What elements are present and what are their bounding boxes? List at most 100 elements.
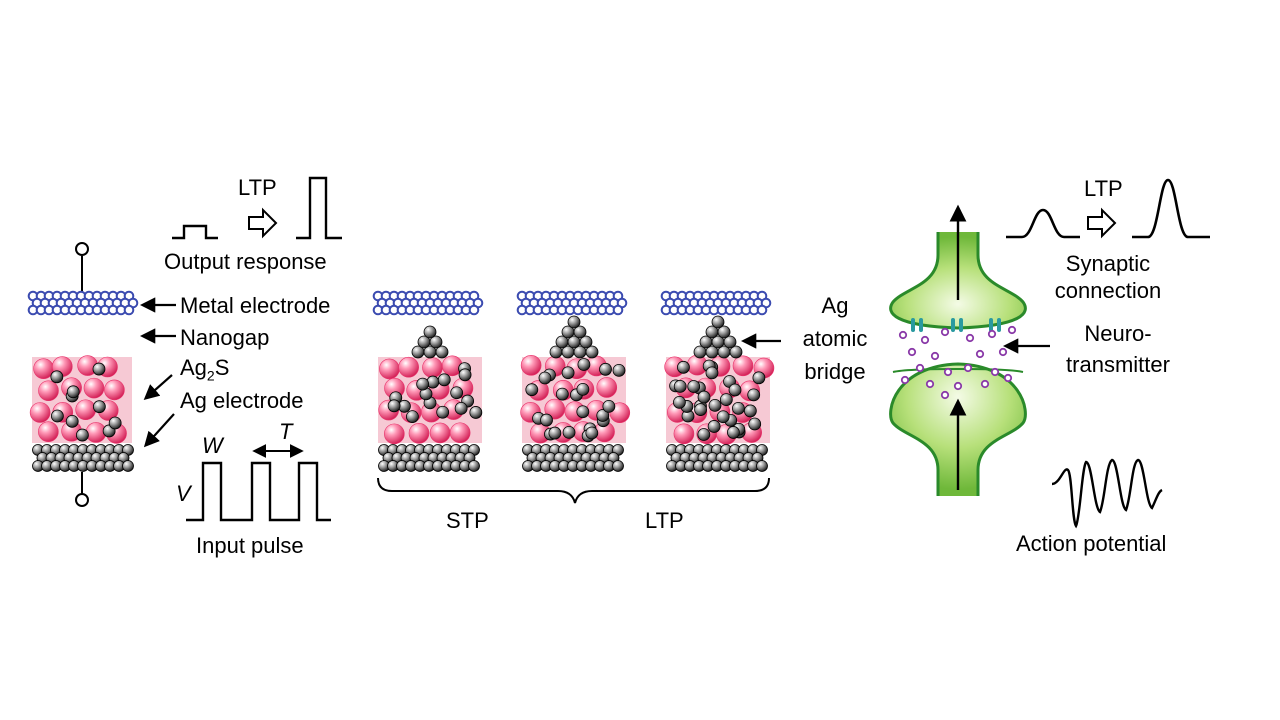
small-epsp bbox=[1006, 208, 1080, 239]
neurotransmitter-label-line1: Neuro- bbox=[1084, 321, 1152, 346]
electrode-atom bbox=[612, 304, 624, 316]
receptors bbox=[911, 318, 1001, 332]
neurotransmitter-label-line2: transmitter bbox=[1066, 352, 1170, 377]
device-stp bbox=[372, 290, 484, 472]
neurotransmitter-vesicle bbox=[898, 330, 908, 340]
output-response-waveform bbox=[172, 176, 342, 240]
pulse-train bbox=[186, 461, 331, 522]
ag2s-label-suffix: S bbox=[214, 355, 230, 380]
neurotransmitter-vesicle bbox=[930, 351, 940, 361]
ag-interstitial-atom bbox=[50, 409, 64, 423]
ag-interstitial-atom bbox=[555, 387, 569, 401]
ag-interstitial-atom bbox=[716, 410, 730, 424]
ag-electrode-label: Ag electrode bbox=[180, 388, 304, 413]
ag-interstitial-atom bbox=[108, 416, 122, 430]
neurotransmitter-vesicle bbox=[920, 335, 930, 345]
ag2s-sphere bbox=[379, 358, 400, 380]
receptor-icon bbox=[951, 318, 955, 332]
ag-interstitial-atom bbox=[437, 373, 451, 387]
ag-interstitial-atom bbox=[416, 377, 430, 391]
neurotransmitter-vesicle bbox=[990, 367, 1000, 377]
output-response-label: Output response bbox=[164, 249, 327, 274]
neurotransmitter-vesicle bbox=[1007, 325, 1017, 335]
postsynaptic-membrane bbox=[892, 368, 1024, 373]
ag2s-sphere bbox=[29, 402, 51, 423]
receptor-icon bbox=[989, 318, 993, 332]
ag-interstitial-atom bbox=[387, 399, 401, 413]
ag2s-label-main: Ag bbox=[180, 355, 207, 380]
neurotransmitter-vesicle bbox=[900, 375, 910, 385]
ag-bridge-atom bbox=[573, 325, 587, 339]
ag-interstitial-atom bbox=[75, 428, 89, 442]
electrode-atom bbox=[123, 304, 135, 316]
ag-bridge-atom bbox=[717, 325, 731, 339]
ltp-label-top-left: LTP bbox=[238, 175, 277, 200]
ag2s-sphere bbox=[596, 377, 618, 398]
ltp-label-top-right: LTP bbox=[1084, 176, 1123, 201]
neurotransmitter-vesicle bbox=[940, 327, 950, 337]
ag-interstitial-atom bbox=[65, 414, 79, 428]
neurotransmitter-vesicle bbox=[915, 363, 925, 373]
ag-interstitial-atom bbox=[576, 405, 590, 419]
ag-bridge-atom bbox=[579, 335, 593, 349]
ag2s-sphere bbox=[732, 355, 754, 377]
action-potential-label: Action potential bbox=[1016, 531, 1167, 556]
ag-interstitial-atom bbox=[525, 383, 539, 397]
ag-bridge-atom bbox=[711, 315, 725, 329]
device-ltp-mid bbox=[516, 290, 631, 472]
input-pulse-label: Input pulse bbox=[196, 533, 304, 558]
neurotransmitter-vesicle bbox=[953, 381, 963, 391]
ag2s-sphere bbox=[544, 398, 566, 420]
neurotransmitter-vesicle bbox=[987, 329, 997, 339]
ag2s-sphere bbox=[398, 356, 419, 378]
receptor-icon bbox=[997, 318, 1001, 332]
ag-bridge-atom bbox=[729, 345, 743, 359]
transition-arrow-right-icon bbox=[1087, 207, 1117, 239]
ag-bridge-atom bbox=[423, 325, 437, 339]
receptor-icon bbox=[911, 318, 915, 332]
nanogap-label: Nanogap bbox=[180, 325, 270, 350]
ag-interstitial-atom bbox=[406, 410, 419, 424]
ag-bridge-atom bbox=[723, 335, 737, 349]
ag-interstitial-atom bbox=[705, 366, 719, 380]
ag2s-label-subscript: 2 bbox=[206, 367, 215, 384]
ag-interstitial-atom bbox=[677, 360, 690, 374]
bottom-terminal-icon bbox=[75, 493, 89, 507]
stage-brace bbox=[377, 477, 770, 504]
ag2s-sphere bbox=[449, 422, 471, 444]
label-arrows bbox=[139, 297, 176, 448]
ag-interstitial-atom bbox=[458, 368, 472, 382]
ag-interstitial-atom bbox=[602, 399, 616, 413]
ag-interstitial-atom bbox=[732, 401, 745, 415]
ag-interstitial-atom bbox=[540, 413, 553, 427]
ag-interstitial-atom bbox=[708, 398, 722, 412]
ag2s-sphere bbox=[673, 423, 695, 445]
metal-electrode-mid bbox=[516, 290, 628, 316]
small-output-pulse bbox=[172, 224, 218, 240]
device-ltp bbox=[660, 290, 775, 472]
metal-electrode-ltp bbox=[660, 290, 772, 316]
electrode-atom bbox=[468, 304, 480, 316]
ag-atom bbox=[612, 460, 624, 472]
ag-interstitial-atom bbox=[599, 362, 612, 376]
ag2s-sphere bbox=[38, 380, 59, 402]
ag-interstitial-atom bbox=[719, 393, 733, 407]
ag-electrode-d1 bbox=[32, 444, 134, 472]
neurotransmitter-vesicle bbox=[940, 390, 950, 400]
ag-interstitial-atom bbox=[694, 403, 707, 416]
ag-interstitial-atom bbox=[469, 406, 483, 419]
ag-interstitial-atom bbox=[92, 362, 106, 376]
ag-interstitial-atom bbox=[748, 417, 762, 431]
ag-interstitial-atom bbox=[562, 425, 576, 439]
synaptic-label-line2: connection bbox=[1054, 278, 1162, 303]
ag2s-sphere bbox=[429, 422, 451, 444]
w-symbol: W bbox=[202, 433, 223, 458]
synapse bbox=[889, 204, 1027, 496]
electrode-atom bbox=[756, 304, 768, 316]
ag-interstitial-atom bbox=[538, 371, 552, 385]
ag-interstitial-atom bbox=[707, 420, 721, 433]
ag2s-layer-mid bbox=[520, 354, 631, 472]
ag-interstitial-atom bbox=[687, 380, 701, 393]
ag-bridge-ltp bbox=[693, 315, 743, 359]
